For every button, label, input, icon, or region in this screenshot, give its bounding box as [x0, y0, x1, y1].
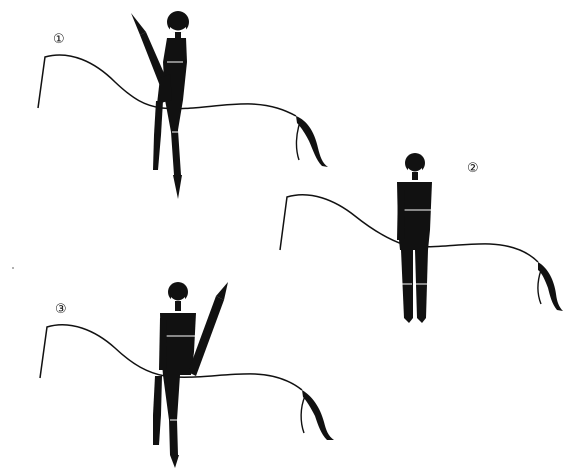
figure-3-standing-leg — [163, 375, 180, 455]
figure-3-tail — [302, 390, 334, 440]
figure-1-tail-strand — [296, 122, 300, 160]
scan-speck — [12, 267, 14, 269]
figure-3: ③ — [40, 282, 334, 468]
figure-2-label: ② — [467, 161, 479, 176]
figure-1-standing-leg — [165, 100, 183, 175]
figure-2-tail — [538, 262, 563, 311]
figure-1-label: ① — [53, 32, 65, 47]
figure-3-label: ③ — [55, 302, 67, 317]
figure-2: ② — [280, 153, 563, 323]
figure-1-rider — [131, 11, 189, 199]
figure-2-rider — [397, 153, 432, 323]
figure-1-tail — [296, 116, 328, 167]
figure-1: ① — [38, 11, 328, 199]
